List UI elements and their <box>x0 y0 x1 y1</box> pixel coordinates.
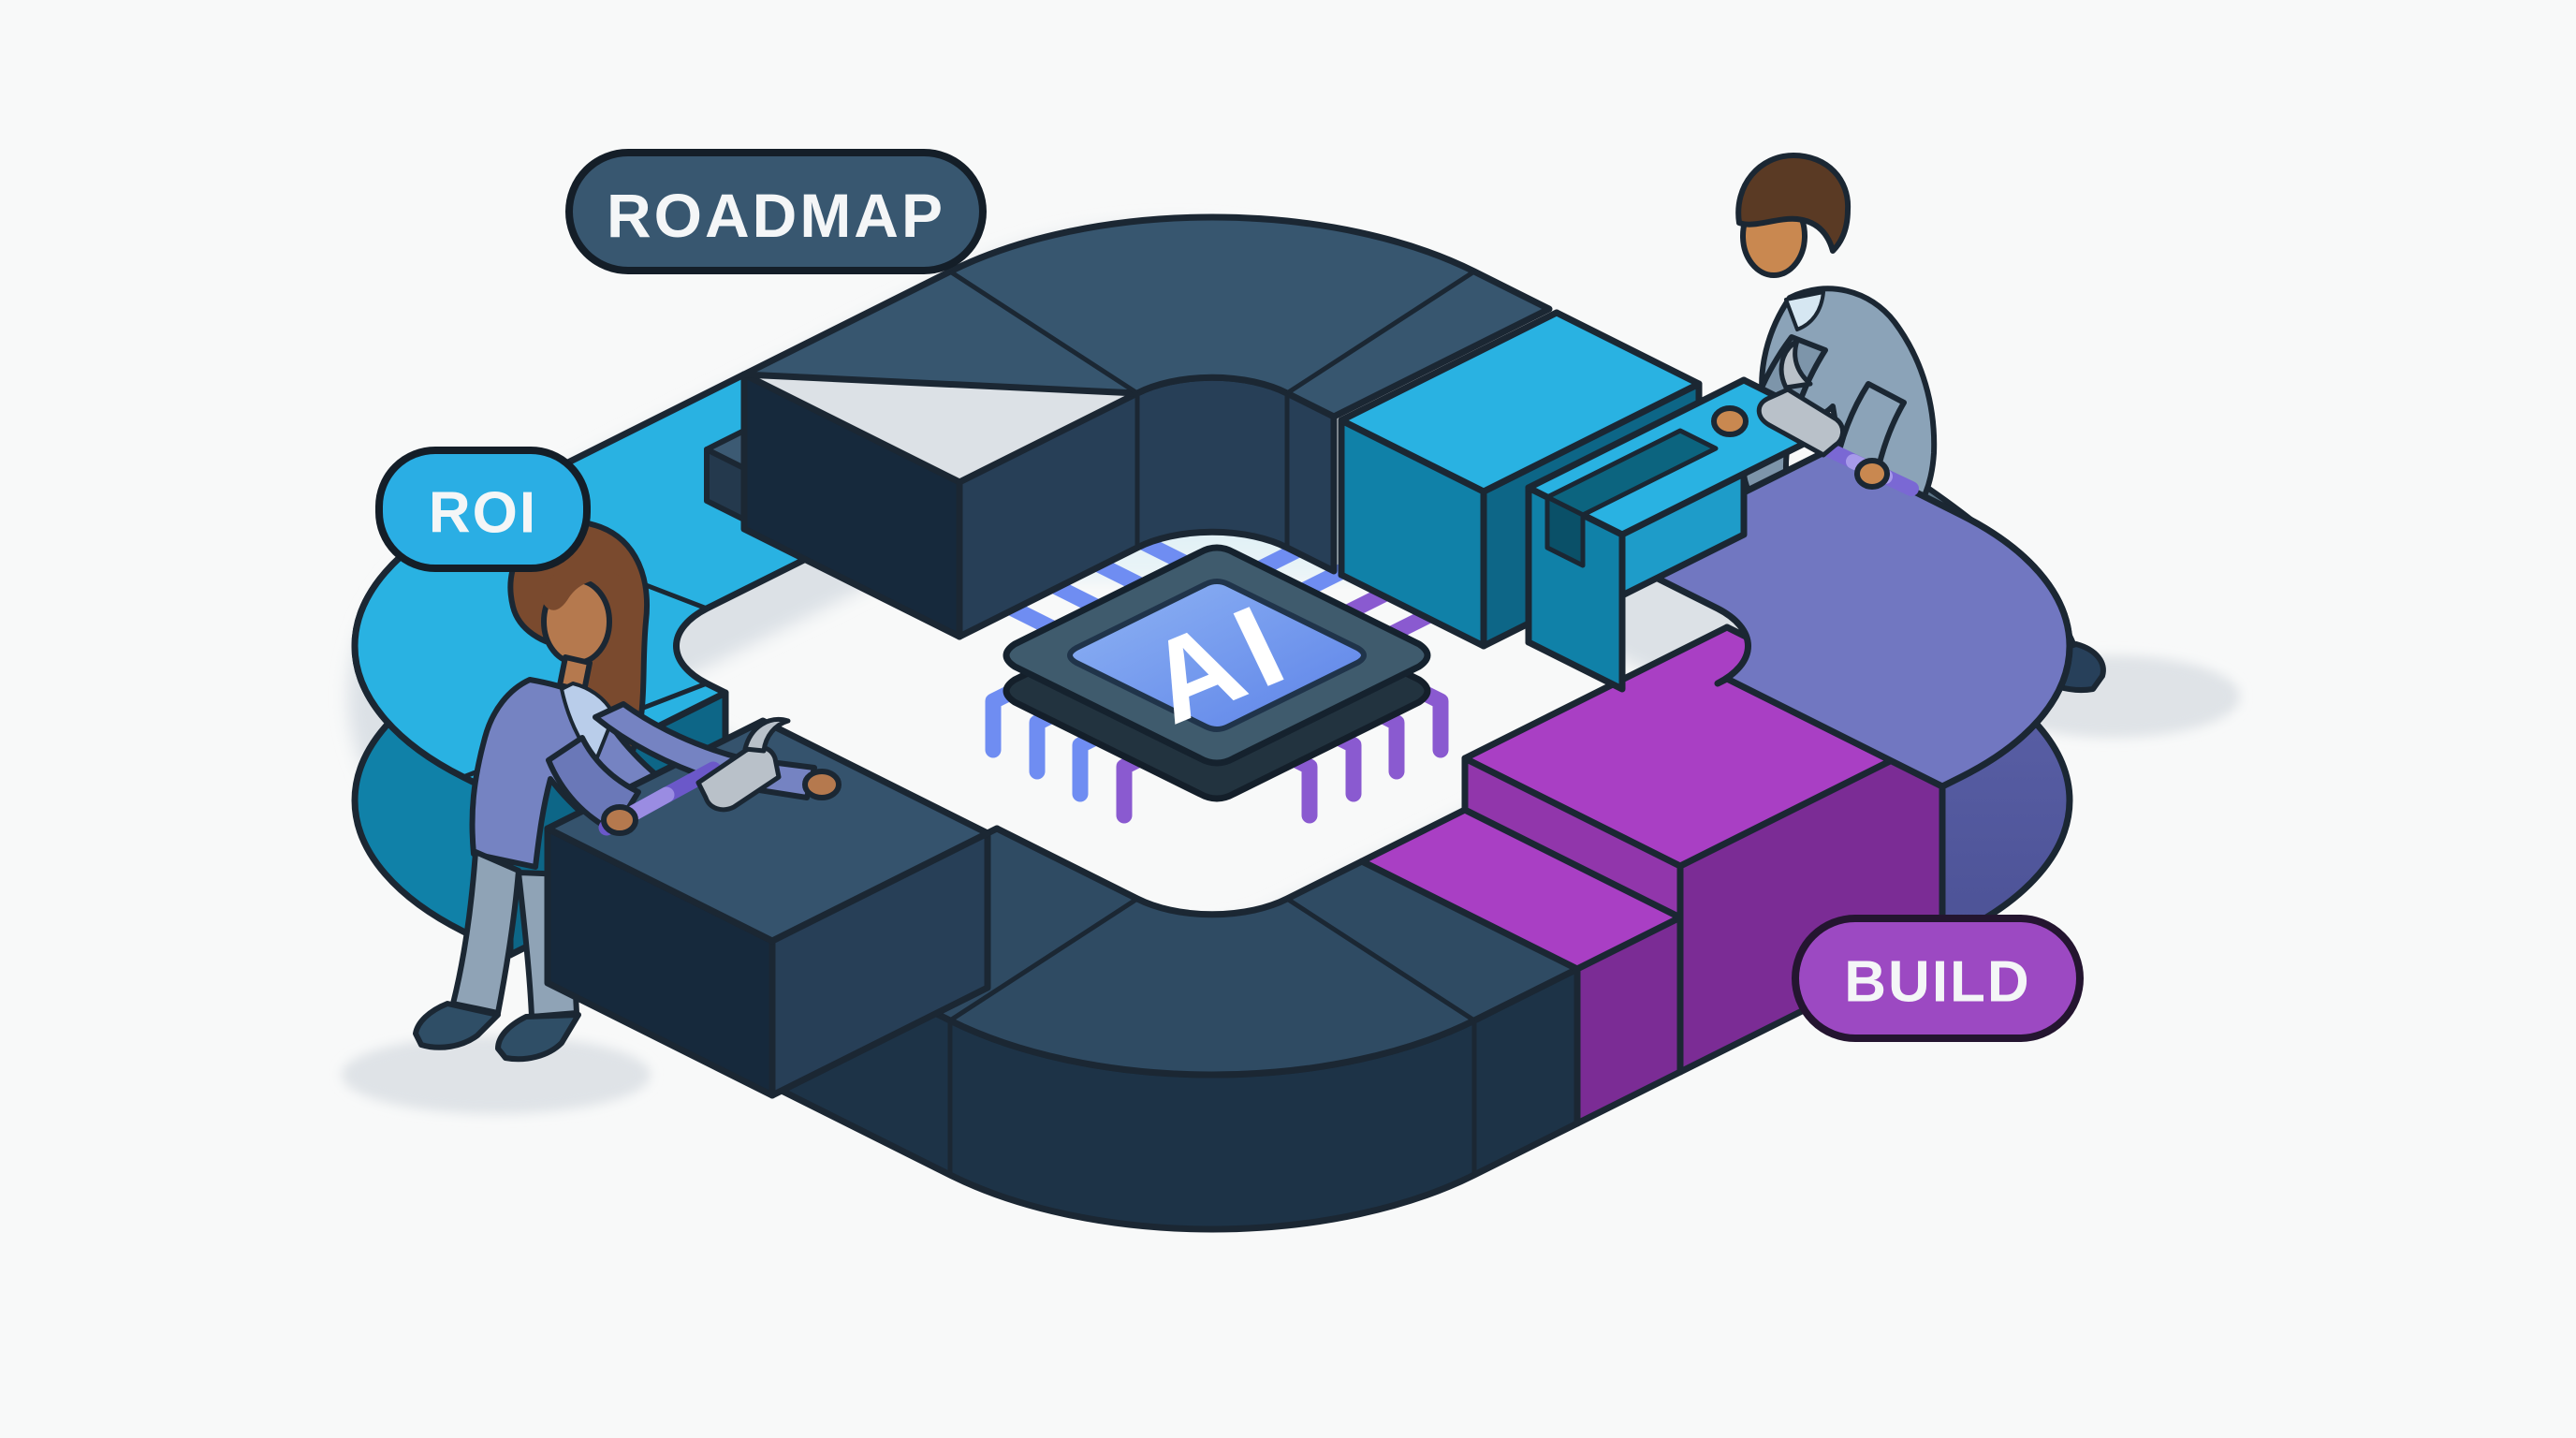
woman-shoe-right <box>495 1012 581 1063</box>
wall-seam <box>947 1020 1477 1175</box>
segment-seam <box>948 896 1139 1023</box>
woman-shoe-left <box>413 1001 501 1050</box>
build-pill: BUILD <box>1792 915 2084 1042</box>
man-hand-left <box>1711 405 1749 437</box>
woman-shadow <box>342 1035 651 1114</box>
build-pill-label: BUILD <box>1844 950 2030 1015</box>
roi-pill-label: ROI <box>429 481 537 546</box>
roadmap-pill-label: ROADMAP <box>607 181 945 250</box>
man-hand-right <box>1854 458 1890 490</box>
keystone-notch-wall <box>1544 494 1586 568</box>
woman-hand-left <box>802 769 842 800</box>
woman-hair-front <box>541 565 625 610</box>
wall-seam <box>1134 393 1290 548</box>
cyan-beam-top <box>1338 309 1703 495</box>
man-arms-hammer <box>1711 338 1919 496</box>
roadmap-pill: ROADMAP <box>565 149 987 274</box>
segment-seam <box>948 269 1139 396</box>
man-hair <box>1735 153 1852 254</box>
navy-top-face <box>740 213 1553 420</box>
track-segment-roadmap-navy-top <box>740 213 1553 640</box>
chip-face <box>1067 579 1367 732</box>
hammer-claw <box>1778 338 1813 390</box>
woman-hand-right <box>601 804 638 836</box>
woman-arms-hammer <box>546 701 842 836</box>
man-collar <box>1784 290 1825 331</box>
cyan-keystone-block <box>1525 376 1841 693</box>
segment-seam <box>1285 896 1476 1023</box>
segment-seam <box>1285 269 1476 396</box>
roi-pill: ROI <box>375 447 591 572</box>
hammer-grip <box>624 786 675 822</box>
hammer-claw <box>742 717 791 754</box>
